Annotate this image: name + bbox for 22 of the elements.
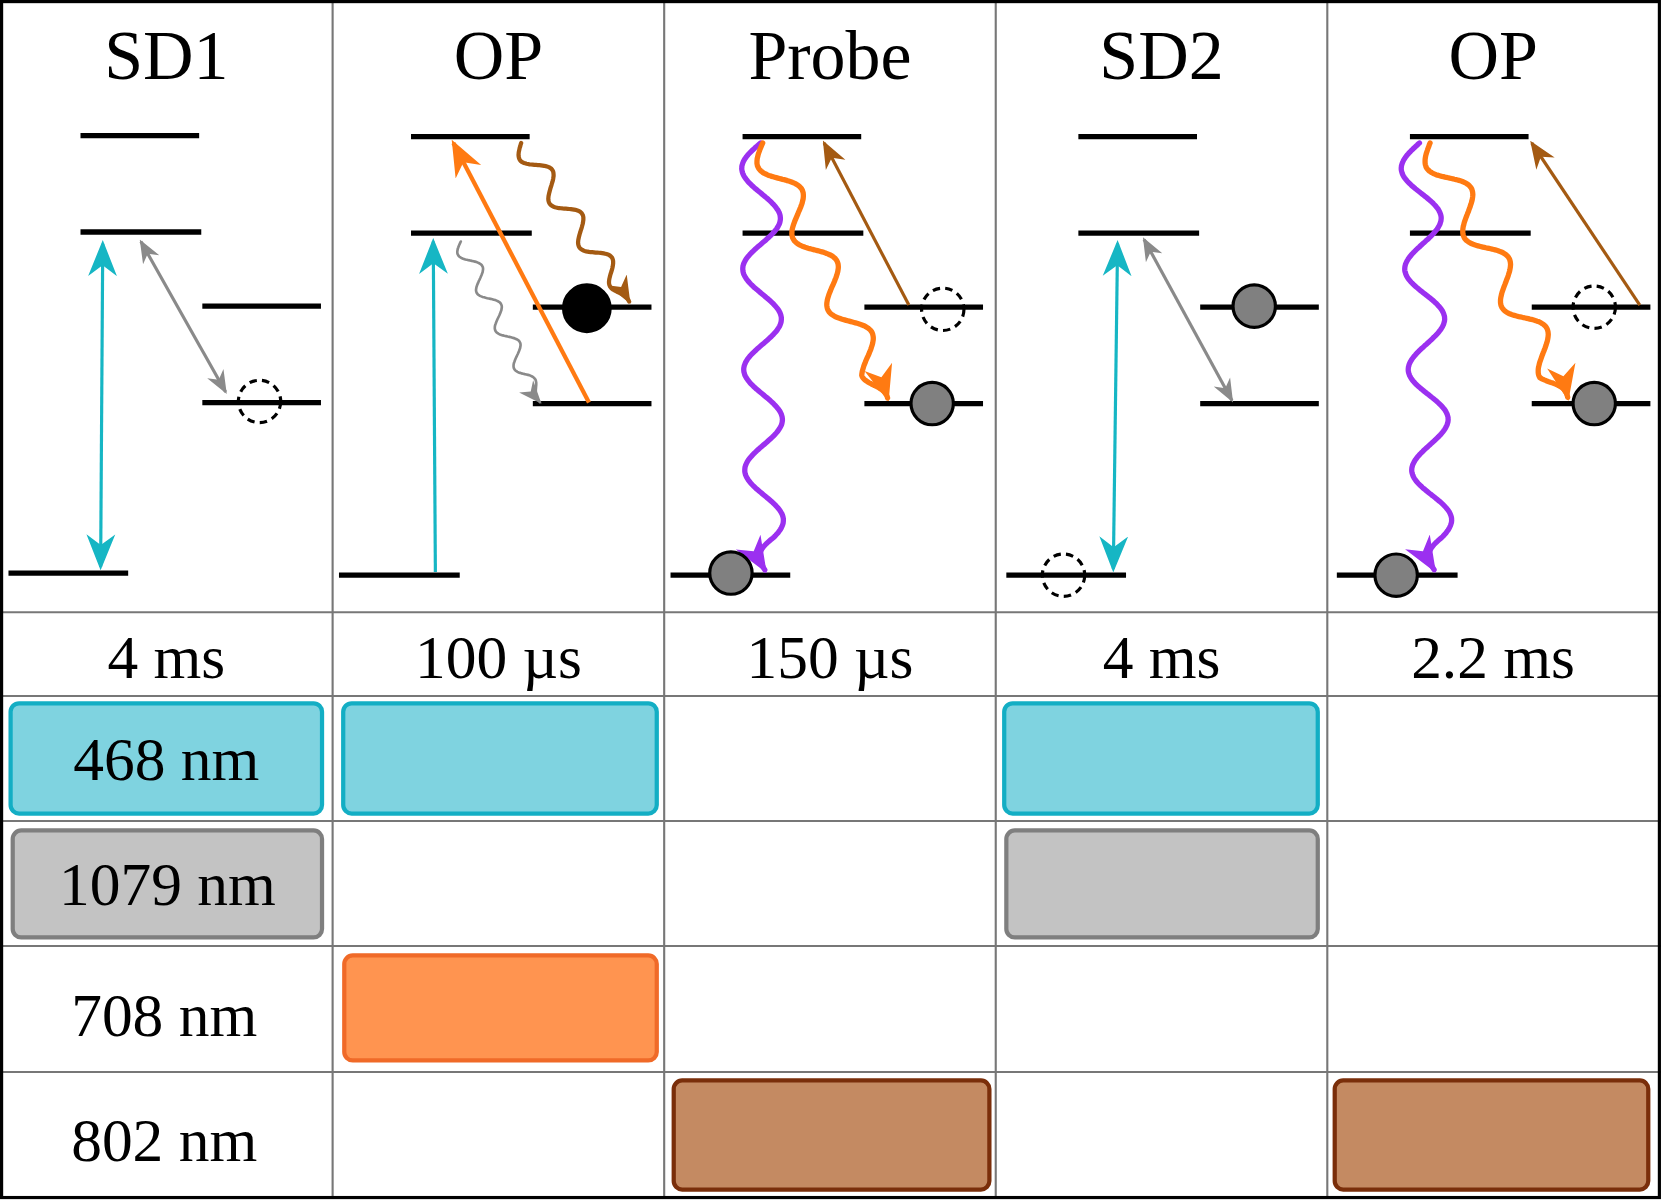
column-header: OP <box>1447 21 1539 92</box>
laser-pulse-bar <box>1004 828 1320 940</box>
duration-label: 150 µs <box>745 627 915 689</box>
laser-pulse-bar <box>341 701 659 816</box>
laser-pulse-bar <box>1002 701 1320 816</box>
duration-label: 4 ms <box>1101 627 1222 689</box>
wavelength-label: 468 nm <box>73 723 260 794</box>
column-header: Probe <box>747 21 913 92</box>
wavelength-label: 802 nm <box>70 1110 259 1172</box>
duration-label: 100 µs <box>414 627 583 689</box>
wavelength-label: 1079 nm <box>59 848 276 920</box>
laser-pulse-bar <box>1332 1078 1651 1192</box>
laser-pulse-bar <box>10 828 325 940</box>
duration-label: 2.2 ms <box>1410 627 1576 689</box>
column-header: OP <box>452 21 545 92</box>
laser-pulse-bar <box>8 701 325 816</box>
column-header: SD2 <box>1098 21 1225 92</box>
laser-pulse-bar <box>342 953 659 1063</box>
laser-pulse-bar <box>671 1078 992 1192</box>
column-header: SD1 <box>103 21 230 92</box>
duration-label: 4 ms <box>106 627 227 689</box>
wavelength-label: 708 nm <box>70 985 259 1047</box>
